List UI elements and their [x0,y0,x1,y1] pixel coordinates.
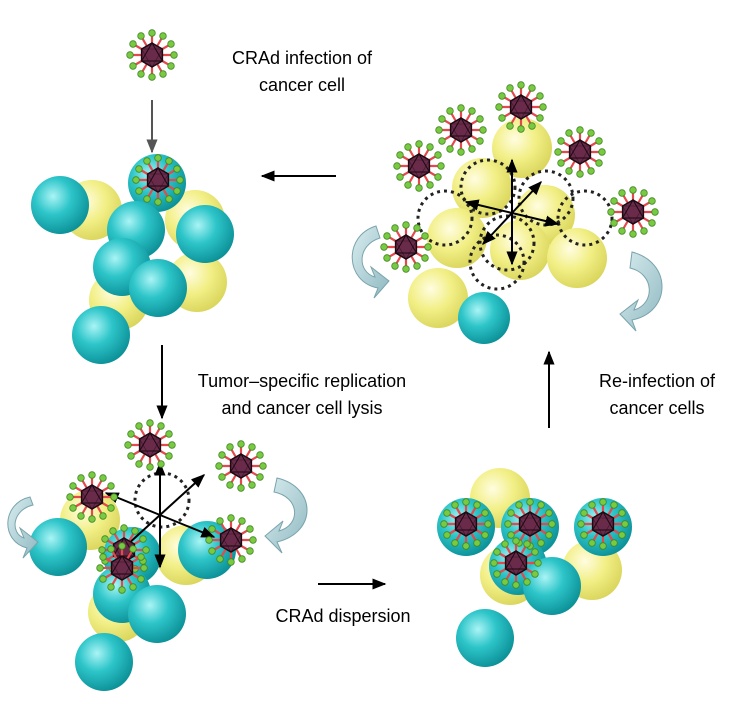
lysed-cell [408,268,468,328]
cancer-cell [75,633,133,691]
lysed-cell [547,228,607,288]
dispersion-arrow [511,212,560,227]
reinfection-label-line1: Re-infection of [598,371,716,391]
virus-icon [379,220,433,274]
dispersion-label: CRAd dispersion [275,606,411,626]
empty-cell-outline [416,189,474,247]
empty-cell-outline [459,158,517,216]
cancer-cell [523,557,581,615]
panel-replication [7,418,308,691]
cancer-cell [128,585,186,643]
virus-icon [123,418,177,472]
virus-icon [553,125,607,179]
infection-label-line2: cancer cell [258,75,346,95]
infection-label-line1: CRAd infection of [231,48,373,68]
empty-cell-outline [133,471,191,529]
virus-icon [214,439,268,493]
virus-icon [434,103,488,157]
curved-arrow-right [264,477,308,554]
cancer-cell [129,259,187,317]
virus-icon [606,185,660,239]
virus-icon [392,139,446,193]
replication-label-line2: and cancer cell lysis [221,398,383,418]
empty-cell-outline [468,233,526,291]
reinfection-label-line2: cancer cells [609,398,705,418]
cancer-cell [72,306,130,364]
dispersion-arrow [464,199,513,214]
curved-arrow-left [351,225,390,299]
panel-infection [31,28,234,364]
panel-reinfection [351,80,663,344]
dispersion-arrow [159,514,216,538]
lysed-cell [427,208,487,268]
cancer-cell [458,292,510,344]
cancer-cell [31,176,89,234]
panel-dispersion [437,468,632,667]
dispersion-arrow [482,212,513,246]
cancer-cell [29,518,87,576]
dispersion-arrow [159,474,206,516]
cancer-cell [176,205,234,263]
replication-label-line1: Tumor–specific replication [197,371,407,391]
virus-icon [125,28,179,82]
dispersion-arrow [511,180,542,214]
curved-arrow-left [7,496,39,559]
empty-cell-outline [478,214,536,272]
curved-arrow-right [619,251,663,332]
cancer-cell [456,609,514,667]
